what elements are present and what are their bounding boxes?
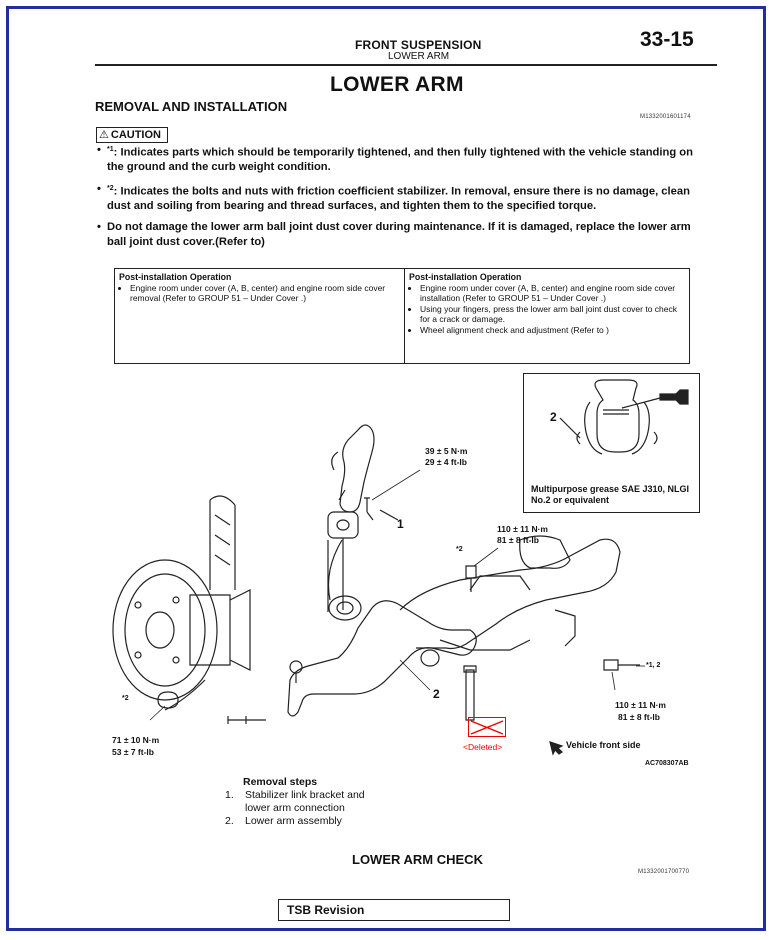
grease-note: Multipurpose grease SAE J310, NLGI No.2 … [531,484,690,505]
check-heading: LOWER ARM CHECK [352,852,483,867]
tsb-revision-box: TSB Revision [278,899,510,921]
header-rule [95,64,717,66]
mark-label: *2 [122,695,129,702]
operation-item: Engine room under cover (A, B, center) a… [130,283,400,304]
vehicle-front-label: Vehicle front side [566,740,641,750]
removal-steps: Removal steps 1.Stabilizer link bracket … [225,776,365,828]
torque-label: 110 ± 11 N·m [497,524,548,534]
section-heading: REMOVAL AND INSTALLATION [95,99,288,114]
inset-callout: 2 [550,410,557,424]
torque-label: 53 ± 7 ft-lb [112,747,154,757]
page-title: LOWER ARM [330,73,464,96]
bolts-drawing [157,565,640,724]
removal-step: 1.Stabilizer link bracket and [225,789,365,801]
deleted-x-mark [470,720,504,735]
torque-label: 81 ± 8 ft-lb [497,535,539,545]
callout-1: 1 [397,517,404,531]
caution-list: *1: Indicates parts which should be temp… [97,143,709,256]
caution-item: *2: Indicates the bolts and nuts with fr… [97,182,709,214]
deleted-label: <Deleted> [463,742,503,752]
page-border [6,6,766,931]
removal-step: lower arm connection [245,802,345,814]
grease-inset [523,373,700,513]
figure-id: AC708307AB [645,760,689,767]
leader-lines [149,469,645,721]
caution-item: *1: Indicates parts which should be temp… [97,143,709,175]
stabilizer-link-drawing [327,424,399,612]
lower-arm-drawing [287,539,477,717]
operation-item: Wheel alignment check and adjustment (Re… [420,325,685,336]
operation-item: Engine room under cover (A, B, center) a… [420,283,685,304]
ball-joint-boot-drawing [559,379,689,455]
doc-id: M1332001601174 [640,114,691,120]
operations-right: Post-installation Operation Engine room … [405,269,689,363]
caution-item: Do not damage the lower arm ball joint d… [97,220,709,249]
check-doc-id: M1332001700770 [638,869,690,875]
operations-right-heading: Post-installation Operation [409,272,522,282]
vehicle-front-arrow [549,741,564,756]
brake-disc-drawing [112,495,251,711]
operation-item: Using your fingers, press the lower arm … [420,304,685,325]
torque-label: 81 ± 8 ft-lb [618,712,660,722]
torque-label: 110 ± 11 N·m [615,700,666,710]
mark-label: *1, 2 [646,662,661,669]
operations-left-heading: Post-installation Operation [119,272,232,282]
torque-label: 39 ± 5 N·m [425,446,468,456]
operations-table: Post-installation Operation Engine room … [114,268,690,364]
subframe-drawing [399,535,621,651]
removal-step: 2.Lower arm assembly [225,815,342,827]
header-section: FRONT SUSPENSION [355,38,482,52]
mark-label: *2 [456,546,463,553]
callout-2: 2 [433,687,440,701]
torque-label: 29 ± 4 ft-lb [425,457,467,467]
page-number: 33-15 [640,28,694,51]
header-subsection: LOWER ARM [388,51,450,62]
torque-label: 71 ± 10 N·m [112,735,160,745]
warning-icon: ⚠ [99,129,109,141]
deleted-marker [468,717,506,737]
removal-steps-heading: Removal steps [243,776,318,788]
operations-left: Post-installation Operation Engine room … [115,269,405,363]
caution-label: ⚠CAUTION [96,127,168,143]
